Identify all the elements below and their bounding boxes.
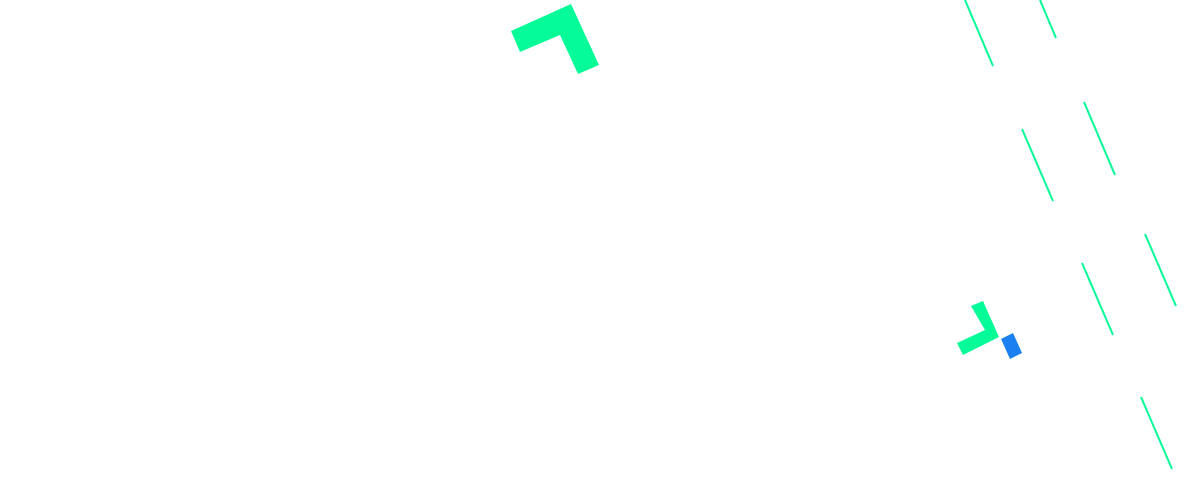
diagonal-stripes	[964, 0, 1177, 470]
stripe	[1021, 128, 1054, 202]
blue-square-icon	[1001, 333, 1022, 359]
stripe	[964, 0, 994, 67]
small-chevron-icon	[957, 301, 999, 355]
stripe	[1083, 101, 1116, 176]
large-chevron-icon	[511, 4, 599, 74]
stripe	[1081, 262, 1114, 336]
stripe	[1144, 233, 1177, 307]
stripe	[1039, 0, 1057, 39]
stripe	[1140, 396, 1173, 470]
